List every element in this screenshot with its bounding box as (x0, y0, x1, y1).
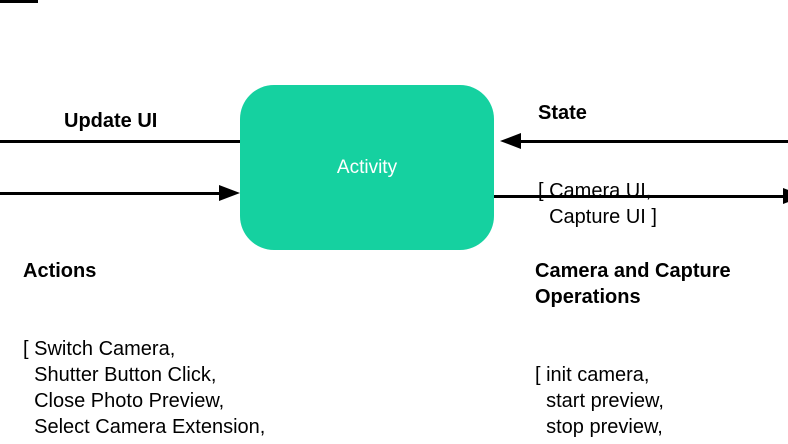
actions-arrow (0, 192, 224, 195)
operations-block: Camera and Capture Operations [ init cam… (535, 206, 731, 444)
update-ui-arrow (0, 140, 240, 143)
operations-title: Camera and Capture Operations (535, 260, 731, 308)
operations-arrowhead (783, 188, 788, 204)
activity-box: Activity (240, 85, 494, 250)
actions-title: Actions (23, 260, 97, 282)
state-title: State (538, 102, 587, 124)
state-arrowhead (500, 133, 521, 149)
top-left-line-fragment (0, 0, 38, 3)
update-ui-label: Update UI (64, 110, 158, 132)
actions-arrowhead (219, 185, 240, 201)
state-arrow (506, 140, 788, 143)
activity-label: Activity (336, 156, 398, 178)
operations-arrow (494, 195, 788, 198)
operations-items: [ init camera, start preview, stop previ… (535, 364, 679, 444)
actions-block: Actions [ Switch Camera, Shutter Button … (23, 206, 265, 444)
actions-items: [ Switch Camera, Shutter Button Click, C… (23, 338, 266, 444)
